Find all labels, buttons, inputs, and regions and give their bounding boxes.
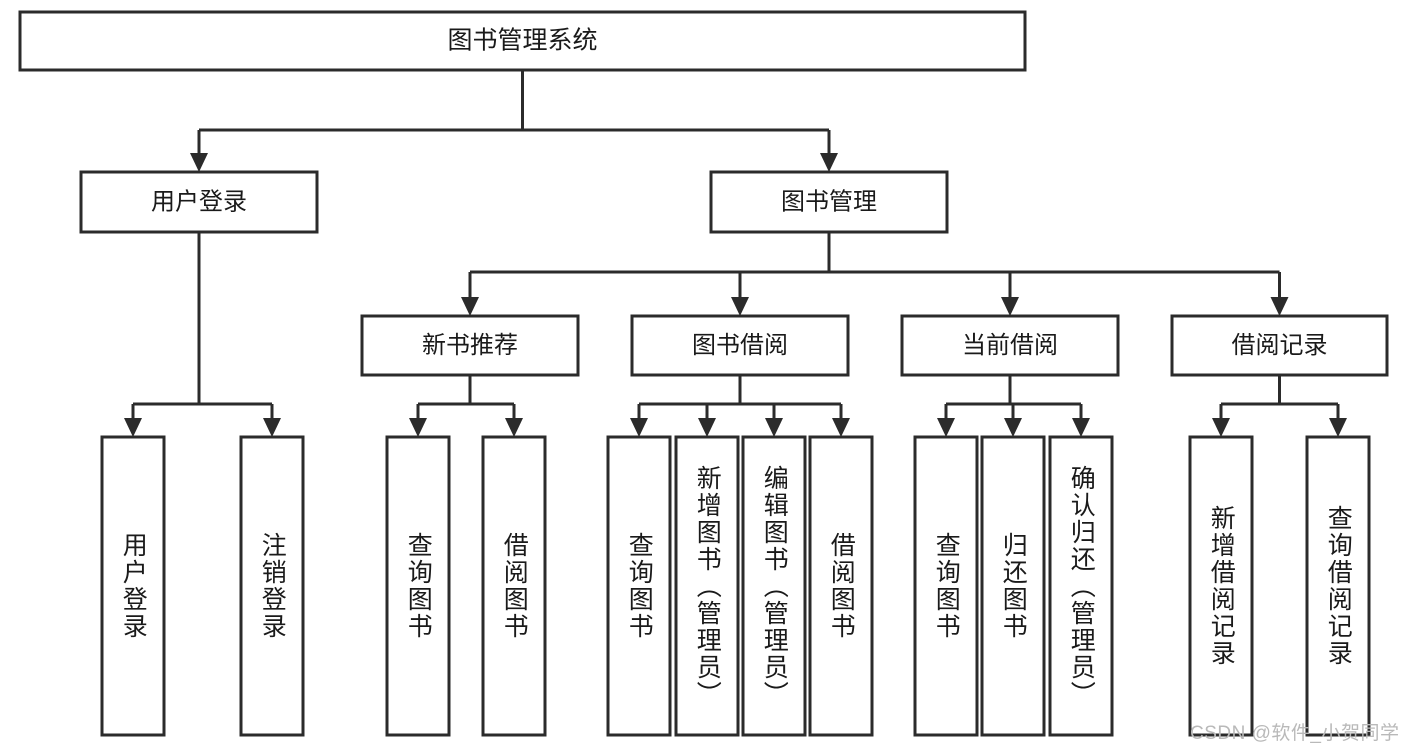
leaf-node[interactable] — [239, 435, 305, 737]
arrow-head-icon — [765, 418, 783, 437]
leaf-node[interactable] — [100, 435, 166, 737]
leaf-node[interactable] — [606, 435, 672, 737]
root-box[interactable] — [18, 10, 1027, 72]
connectors-layer — [124, 70, 1347, 437]
arrow-head-icon — [1004, 418, 1022, 437]
leaf-box[interactable] — [1048, 435, 1114, 737]
arrow-head-icon — [630, 418, 648, 437]
leaf-box[interactable] — [1188, 435, 1254, 737]
level3-box[interactable] — [630, 314, 850, 377]
level3-label: 新书推荐 — [422, 332, 518, 359]
leaf-node[interactable] — [481, 435, 547, 737]
leaf-box[interactable] — [481, 435, 547, 737]
leaf-box[interactable] — [913, 435, 979, 737]
level3-node[interactable]: 图书借阅 — [630, 314, 850, 377]
level3-box[interactable] — [900, 314, 1120, 377]
leaf-node[interactable] — [1305, 435, 1371, 737]
leaf-box[interactable] — [239, 435, 305, 737]
arrow-head-icon — [505, 418, 523, 437]
leaf-box[interactable] — [808, 435, 874, 737]
arrow-head-icon — [1072, 418, 1090, 437]
arrow-head-icon — [409, 418, 427, 437]
leaf-node[interactable] — [385, 435, 451, 737]
leaf-box[interactable] — [980, 435, 1046, 737]
csdn-watermark: CSDN @软件_小贺同学 — [1190, 723, 1400, 744]
arrow-head-icon — [1329, 418, 1347, 437]
arrow-head-icon — [1212, 418, 1230, 437]
level3-box[interactable] — [360, 314, 580, 377]
leaf-box[interactable] — [100, 435, 166, 737]
level3-node[interactable]: 借阅记录 — [1170, 314, 1389, 377]
arrow-head-icon — [263, 418, 281, 437]
level2-node[interactable]: 图书管理 — [709, 170, 949, 234]
leaf-node[interactable] — [808, 435, 874, 737]
arrow-head-icon — [731, 297, 749, 316]
level3-label: 当前借阅 — [962, 332, 1058, 359]
arrow-head-icon — [820, 153, 838, 172]
level3-label: 借阅记录 — [1232, 332, 1328, 359]
arrow-head-icon — [1270, 297, 1289, 316]
leaf-box[interactable] — [1305, 435, 1371, 737]
arrow-head-icon — [190, 153, 208, 172]
arrow-head-icon — [832, 418, 850, 437]
leaf-node[interactable] — [741, 435, 807, 737]
leaf-node[interactable] — [1048, 435, 1114, 737]
level2-label: 图书管理 — [781, 188, 877, 215]
level3-node[interactable]: 当前借阅 — [900, 314, 1120, 377]
arrow-head-icon — [937, 418, 955, 437]
leaf-node[interactable] — [674, 435, 740, 737]
level2-node[interactable]: 用户登录 — [79, 170, 319, 234]
arrow-head-icon — [698, 418, 716, 437]
arrow-head-icon — [1001, 297, 1019, 316]
leaf-box[interactable] — [674, 435, 740, 737]
arrow-head-icon — [124, 418, 142, 437]
root-label: 图书管理系统 — [447, 27, 597, 55]
level2-box[interactable] — [79, 170, 319, 234]
leaf-node[interactable] — [1188, 435, 1254, 737]
leaf-node[interactable] — [913, 435, 979, 737]
leaf-box[interactable] — [606, 435, 672, 737]
level3-node[interactable]: 新书推荐 — [360, 314, 580, 377]
leaf-node[interactable] — [980, 435, 1046, 737]
leaf-box[interactable] — [741, 435, 807, 737]
arrow-head-icon — [461, 297, 479, 316]
level2-label: 用户登录 — [151, 188, 247, 215]
root-node[interactable]: 图书管理系统 — [18, 10, 1027, 72]
level3-box[interactable] — [1170, 314, 1389, 377]
level3-label: 图书借阅 — [692, 332, 788, 359]
level2-box[interactable] — [709, 170, 949, 234]
leaf-box[interactable] — [385, 435, 451, 737]
